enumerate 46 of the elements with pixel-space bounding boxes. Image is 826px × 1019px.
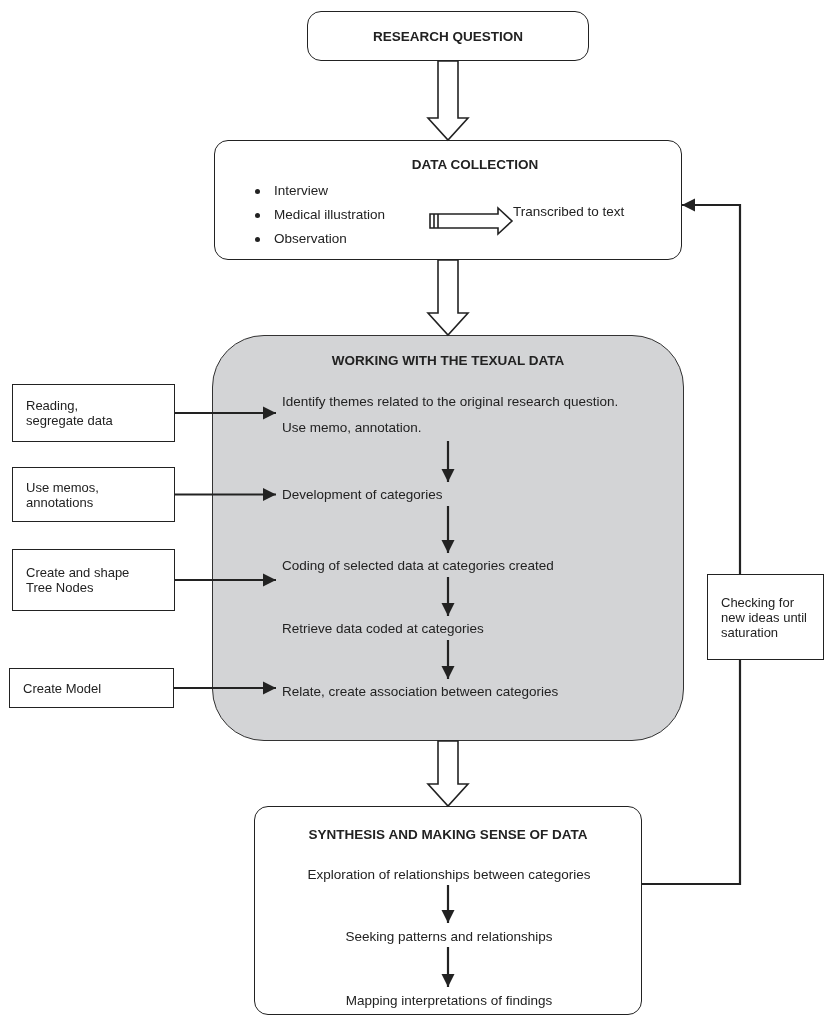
hollow-arrow bbox=[426, 259, 470, 337]
heading: RESEARCH QUESTION bbox=[373, 29, 523, 44]
arrow bbox=[441, 640, 455, 679]
step-text: Transcribed to text bbox=[513, 203, 625, 221]
arrow bbox=[174, 681, 276, 695]
step-text: Coding of selected data at categories created bbox=[282, 557, 554, 575]
note-box bbox=[12, 549, 175, 611]
note-box bbox=[9, 668, 174, 708]
note-text: Create Model bbox=[23, 680, 102, 696]
list-item: Observation bbox=[274, 230, 347, 248]
step-text: Retrieve data coded at categories bbox=[282, 620, 484, 638]
step-text: Exploration of relationships between categories bbox=[307, 866, 591, 882]
rounded-box bbox=[254, 806, 642, 1015]
note-box bbox=[12, 384, 175, 442]
shaded-panel bbox=[212, 335, 684, 741]
arrow bbox=[175, 573, 276, 587]
note-text: Use memos, annotations bbox=[26, 479, 100, 510]
hollow-arrow bbox=[426, 740, 470, 808]
arrow bbox=[441, 577, 455, 616]
note-box bbox=[707, 574, 824, 660]
heading: DATA COLLECTION bbox=[411, 157, 539, 172]
hollow-arrow bbox=[426, 60, 470, 142]
arrow bbox=[441, 441, 455, 482]
heading: SYNTHESIS AND MAKING SENSE OF DATA bbox=[308, 827, 588, 842]
arrow bbox=[441, 885, 455, 923]
arrow bbox=[682, 198, 742, 574]
rounded-box bbox=[307, 11, 589, 61]
note-box bbox=[12, 467, 175, 522]
step-text: Seeking patterns and relationships bbox=[345, 928, 553, 944]
list-item: Interview bbox=[274, 182, 329, 200]
note-text: Checking for new ideas until saturation bbox=[721, 594, 808, 640]
list-item: Medical illustration bbox=[274, 206, 386, 224]
step-text: Relate, create association between categories bbox=[282, 683, 559, 701]
step-text: Mapping interpretations of findings bbox=[345, 992, 553, 1008]
note-text: Create and shape Tree Nodes bbox=[26, 565, 131, 595]
arrow bbox=[175, 406, 276, 420]
arrow bbox=[175, 487, 276, 502]
step-text: Identify themes related to the original research question. Use memo, annotation. bbox=[282, 393, 620, 437]
hollow-arrow bbox=[429, 206, 514, 236]
rounded-box bbox=[214, 140, 682, 260]
arrow bbox=[441, 506, 455, 553]
arrow bbox=[441, 947, 455, 987]
note-text: Reading, segregate data bbox=[26, 398, 114, 428]
step-text: Development of categories bbox=[282, 486, 443, 504]
connector-line bbox=[642, 660, 742, 886]
heading: WORKING WITH THE TEXUAL DATA bbox=[331, 353, 565, 368]
